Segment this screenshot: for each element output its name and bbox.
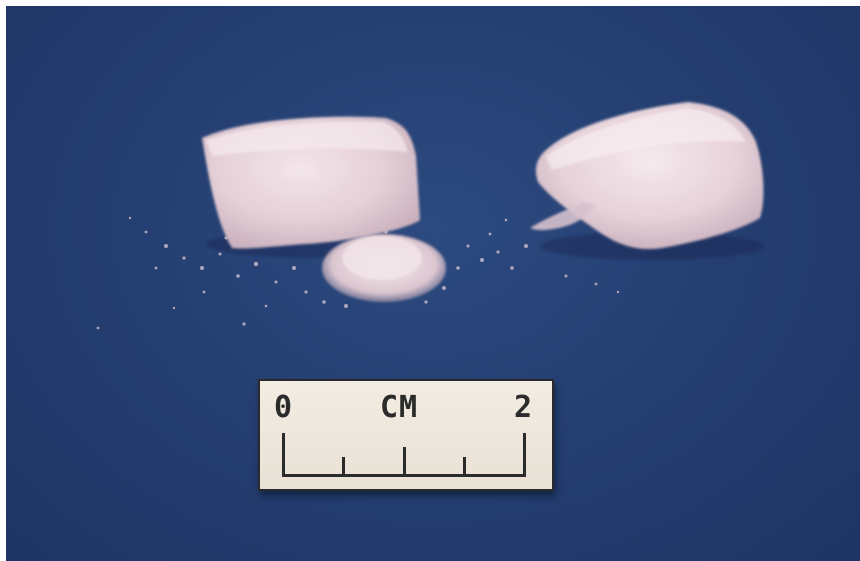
- ruler-tick: [462, 457, 466, 477]
- sugar-pile: [322, 234, 446, 302]
- scale-unit-label: CM: [380, 390, 419, 425]
- scale-card: 0 CM 2: [258, 379, 554, 491]
- scale-end-label: 2: [514, 390, 534, 425]
- sugar-grains: [96, 216, 620, 330]
- scale-start-label: 0: [274, 390, 294, 425]
- ruler: [282, 433, 526, 477]
- ruler-tick: [342, 457, 346, 477]
- ruler-tick: [402, 447, 406, 477]
- scene-illustration: [96, 102, 764, 330]
- sugar-cube-right: [530, 102, 764, 260]
- ruler-tick: [523, 433, 526, 477]
- ruler-tick: [282, 433, 285, 477]
- photo: 0 CM 2: [6, 6, 860, 561]
